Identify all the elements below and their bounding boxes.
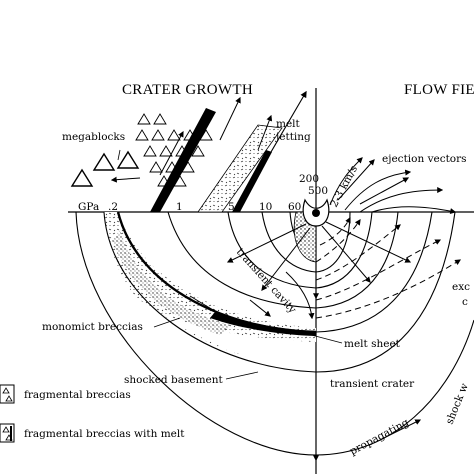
title-flow-field: FLOW FIE: [404, 82, 474, 98]
label-melt-sheet: melt sheet: [344, 338, 401, 350]
outer-arc-2: [103, 212, 317, 373]
monomict-leader: [153, 317, 181, 328]
outer-arc-1: [75, 212, 317, 456]
legend-label-fragmental-breccias: fragmental breccias: [24, 389, 131, 401]
melt-sheet-leader: [299, 330, 343, 344]
label-transient-cavity: transient cavity: [234, 246, 299, 316]
pressure-upper-500: 500: [308, 185, 328, 197]
pressure-unit: GPa: [78, 201, 99, 213]
megablocks-arrow: [110, 176, 141, 183]
ejecta-triangles: [135, 113, 213, 187]
shocked-basement-zone: [112, 230, 230, 335]
pressure-upper-200: 200: [299, 173, 319, 185]
legend-label-fragmental-breccias-with-melt: fragmental breccias with melt: [24, 428, 185, 440]
melt-sheet: [210, 312, 316, 336]
melt-jet-right: [232, 150, 272, 212]
pressure-tick-2: 5: [228, 201, 235, 213]
megablocks-leader: [117, 149, 121, 161]
velocity-label: 2-3 km/s: [328, 164, 360, 210]
ejection-vectors: [329, 157, 457, 215]
radial-arrows: [226, 221, 422, 462]
right-arc-2: [315, 212, 456, 373]
label-megablocks: megablocks: [62, 131, 125, 143]
title-crater-growth: CRATER GROWTH: [122, 82, 253, 98]
projectile: [312, 209, 320, 217]
jet-arrow-4: [219, 96, 241, 141]
label-propagating: propagating: [348, 416, 411, 457]
pressure-arc-1: [167, 212, 317, 309]
pressure-tick-1: 1: [176, 201, 183, 213]
excavation-flow: [315, 216, 462, 319]
label-shocked-basement: shocked basement: [124, 374, 224, 386]
label-jetting: jetting: [274, 131, 311, 143]
right-arc-1: [315, 319, 474, 456]
jet-arrow-1: [235, 90, 307, 213]
shocked-basement-leader: [225, 371, 259, 380]
right-arc-3: [315, 212, 433, 333]
pressure-arc-10: [261, 212, 317, 273]
megablocks-triangles: [70, 150, 140, 187]
melt-jet-band: [197, 124, 283, 213]
pressure-tick-3: 10: [259, 201, 272, 213]
pressure-arc-5: [227, 212, 317, 289]
label-ejection-vectors: ejection vectors: [382, 153, 467, 165]
pressure-tick-0: .2: [108, 201, 118, 213]
legend-item-fragmental-breccias-with-melt: fragmental breccias with melt: [0, 423, 185, 443]
legend-item-fragmental-breccias: fragmental breccias: [0, 384, 131, 404]
label-melt: melt: [276, 118, 301, 130]
pressure-tick-4: 60: [288, 201, 301, 213]
label-shock-w: shock w: [444, 382, 471, 426]
label-monomict-breccias: monomict breccias: [42, 321, 143, 333]
right-arc-4: [315, 212, 399, 309]
label-transient-crater: transient crater: [330, 378, 415, 390]
collapse-arrows: [189, 271, 315, 320]
label-exc-c: c: [462, 296, 468, 308]
label-exc: exc: [452, 281, 470, 293]
jet-arrow-3: [257, 114, 273, 151]
